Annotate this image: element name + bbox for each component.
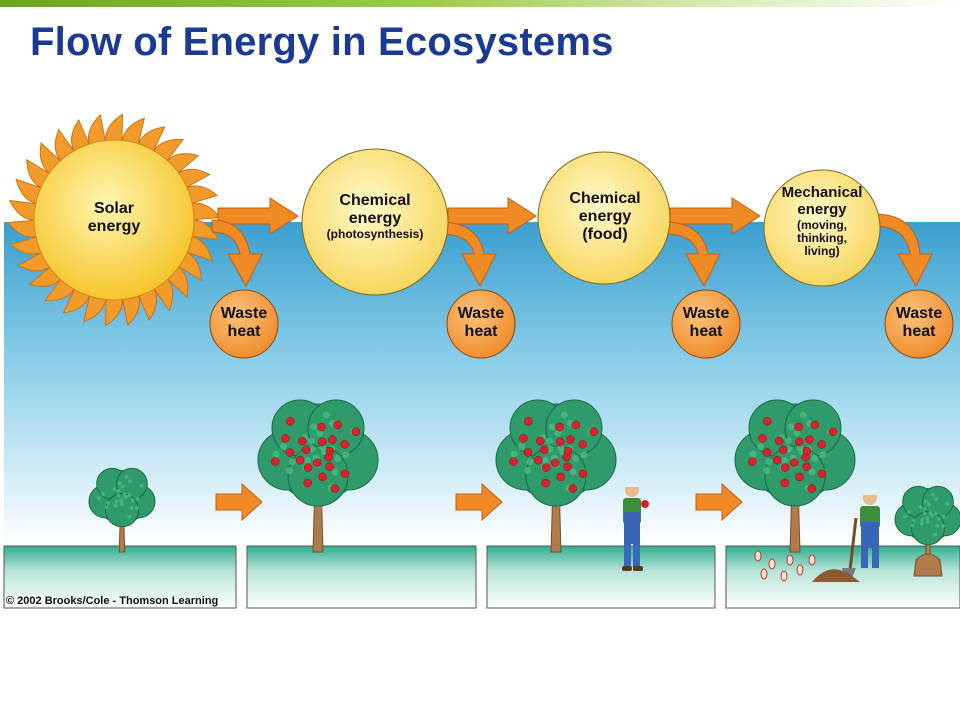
- scene-arrow-2: [455, 482, 503, 522]
- waste1-line2: heat: [227, 322, 261, 340]
- waste-arrow-2: [439, 221, 497, 288]
- mech-line1: Mechanical: [781, 184, 863, 201]
- waste4-line2: heat: [902, 322, 936, 340]
- chemical-photosynthesis-label: Chemical energy (photosynthesis): [305, 192, 445, 241]
- chem1-line1: Chemical: [339, 192, 411, 209]
- scene-arrow-1: [215, 482, 263, 522]
- sun-disc: [33, 139, 195, 301]
- mech-sub3: living): [804, 244, 840, 259]
- person-digging-icon: [812, 490, 880, 582]
- waste-arrow-1: [211, 219, 263, 288]
- mech-sub2: thinking,: [797, 231, 847, 246]
- waste3-line2: heat: [689, 322, 723, 340]
- apple-tree-icon-1: [257, 399, 379, 553]
- chemical-food-label: Chemical energy (food): [545, 190, 665, 244]
- waste-heat-bubble-3: [671, 289, 741, 359]
- solar-energy-label: Solar energy: [68, 200, 160, 236]
- new-sapling-tree-icon: [894, 485, 960, 571]
- waste-heat-label-2: Waste heat: [447, 305, 515, 341]
- apple-tree-icon-3: [734, 399, 856, 553]
- mechanical-energy-label: Mechanical energy (moving, thinking, liv…: [764, 184, 880, 259]
- trees: [88, 399, 960, 577]
- chemical-photosynthesis-bubble: [301, 148, 449, 296]
- scene-arrow-3: [695, 482, 743, 522]
- ground-panel-2: [246, 545, 477, 609]
- waste-heat-arrows: [211, 213, 933, 288]
- waste-heat-label-3: Waste heat: [672, 305, 740, 341]
- waste-heat-bubble-2: [446, 289, 516, 359]
- sun-icon: [7, 113, 221, 327]
- waste-heat-label-4: Waste heat: [885, 305, 953, 341]
- waste-heat-bubble-1: [209, 289, 279, 359]
- mechanical-bubble: [763, 169, 881, 287]
- scene-arrows: [215, 482, 743, 522]
- waste-arrow-4: [873, 213, 933, 288]
- chemical-food-bubble: [537, 151, 671, 285]
- waste-arrow-3: [663, 221, 721, 288]
- solar-line2: energy: [87, 217, 141, 235]
- chem1-sub: (photosynthesis): [326, 226, 424, 241]
- waste2-line2: heat: [464, 322, 498, 340]
- apple-cores: [754, 550, 816, 582]
- chem2-sub: (food): [582, 225, 628, 243]
- sapling-root-ball: [913, 553, 943, 577]
- chem1-line2: energy: [348, 209, 402, 227]
- sapling-tree-icon: [88, 467, 156, 553]
- chem2-line1: Chemical: [569, 190, 641, 207]
- person-eating-icon: [622, 482, 649, 571]
- copyright-text: © 2002 Brooks/Cole - Thomson Learning: [6, 595, 219, 607]
- waste2-line1: Waste: [457, 305, 505, 322]
- solar-line1: Solar: [93, 200, 134, 217]
- ground-panel-3: [486, 545, 716, 609]
- ground-panels: [3, 545, 960, 609]
- waste-heat-bubble-4: [884, 289, 954, 359]
- apple-tree-icon-2: [495, 399, 617, 553]
- waste-heat-label-1: Waste heat: [210, 305, 278, 341]
- waste3-line1: Waste: [682, 305, 730, 322]
- mech-sub1: (moving,: [797, 217, 847, 232]
- flow-arrows: [217, 197, 761, 235]
- mech-line2: energy: [797, 200, 847, 218]
- waste1-line1: Waste: [220, 305, 268, 322]
- waste4-line1: Waste: [895, 305, 943, 322]
- header-accent-bar: [0, 0, 960, 7]
- page-title: Flow of Energy in Ecosystems: [30, 20, 614, 64]
- chem2-line2: energy: [578, 207, 632, 225]
